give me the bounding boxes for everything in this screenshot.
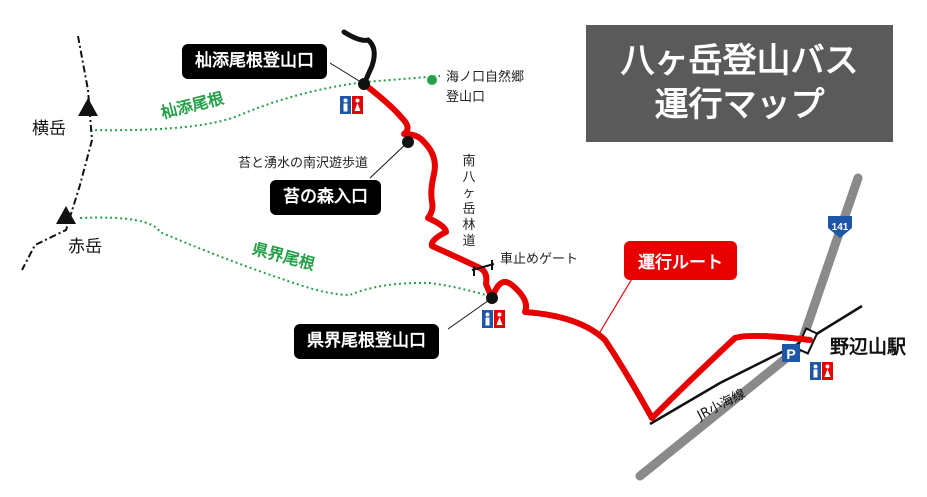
route-shield-number: 141: [832, 222, 849, 233]
railway-line: [649, 304, 863, 426]
uminokuchi-trailhead-dot: [427, 75, 437, 85]
forest-road-label: 南八ヶ岳林道: [462, 154, 476, 249]
leader-kenkai: [447, 297, 493, 330]
uminokuchi-label-line2: 登山口: [446, 90, 486, 105]
main-ridge-line: [21, 35, 94, 271]
peak-label-yokodake: 横岳: [32, 119, 66, 139]
gate-marker: [471, 260, 495, 276]
somasone-ridge-trail: [89, 75, 441, 132]
stop-dot-kenkai: [486, 292, 498, 304]
uminokuchi-label-line1: 海ノ口自然郷: [446, 70, 525, 85]
map-title: 八ヶ岳登山バス 運行マップ: [586, 25, 893, 142]
parking-label: P: [786, 346, 795, 362]
stop-label-koke[interactable]: 苔の森入口: [270, 180, 381, 215]
stop-dot-somasone: [358, 78, 370, 90]
toilet-icon: [482, 310, 505, 328]
bus-route-line: [361, 81, 813, 421]
leader-koke: [369, 141, 409, 179]
peak-label-akadake: 赤岳: [68, 237, 102, 257]
route-legend-label: 運行ルート: [624, 241, 737, 280]
toilet-icon: [340, 96, 363, 114]
mountain-peak-icon: [78, 98, 98, 116]
parking-icon: P: [782, 344, 800, 362]
leader-route-legend: [599, 271, 637, 333]
map-title-line2: 運行マップ: [654, 85, 825, 125]
koke-trail-label: 苔と湧水の南沢遊歩道: [238, 156, 369, 171]
access-road-top: [341, 29, 377, 87]
gate-label: 車止めゲート: [500, 252, 579, 267]
stop-label-somasone[interactable]: 杣添尾根登山口: [182, 44, 327, 79]
station-label[interactable]: 野辺山駅: [830, 336, 907, 358]
map-title-line1: 八ヶ岳登山バス: [620, 41, 859, 81]
stop-dot-koke: [402, 136, 414, 148]
route-141-road: [635, 173, 863, 481]
leader-somasone: [329, 62, 365, 85]
route-shield-icon: [828, 216, 852, 238]
toilet-icon: [810, 362, 833, 380]
stop-label-kenkai[interactable]: 県界尾根登山口: [294, 324, 439, 359]
kenkai-ridge-trail: [79, 216, 493, 298]
railway-label: JR小海線: [694, 386, 748, 424]
mountain-peak-icon: [56, 206, 76, 224]
